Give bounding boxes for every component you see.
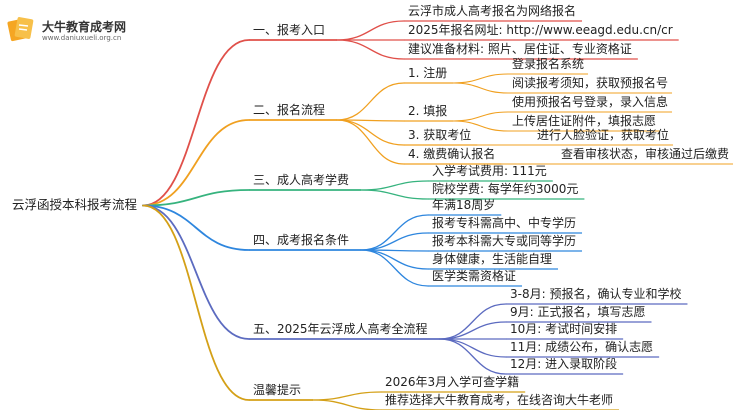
condition-item: 身体健康，生活能自理 (432, 252, 553, 266)
logo-url: www.daniuxueli.org.cn (42, 34, 122, 42)
process-detail: 查看审核状态，审核通过后缴费 (561, 147, 730, 161)
leaf-line (438, 321, 507, 340)
timeline-item: 11月: 成绩公布，确认志愿 (510, 340, 654, 354)
fee-item-tuition: 院校学费: 每学年约3000元 (432, 182, 579, 196)
process-step-register: 1. 注册 (408, 66, 448, 80)
branch-line (142, 189, 250, 207)
section-conditions: 四、成考报名条件 (253, 233, 350, 247)
section-tips: 温馨提示 (253, 383, 302, 397)
branch-line (142, 204, 250, 401)
tip-item: 推荐选择大牛教育成考，在线咨询大牛老师 (385, 393, 614, 407)
condition-item: 报考专科需高中、中专学历 (432, 216, 577, 230)
tip-item: 2026年3月入学可查学籍 (385, 375, 520, 389)
logo-title: 大牛教育成考网 (42, 20, 127, 34)
branch-line (142, 204, 250, 251)
root-node: 云浮函授本科报考流程 (12, 197, 138, 212)
leaf-line (336, 39, 405, 60)
detail-line (452, 111, 509, 122)
timeline-item: 10月: 考试时间安排 (510, 322, 618, 336)
condition-item: 医学类需资格证 (432, 269, 517, 283)
fee-item-exam: 入学考试费用: 111元 (432, 164, 547, 178)
detail-line (452, 73, 509, 84)
process-step-seat: 3. 获取考位 (408, 128, 472, 142)
entry-item-3: 建议准备材料: 照片、居住证、专业资格证 (408, 42, 632, 56)
entry-item-2: 2025年报名网址: http://www.eeagd.edu.cn/cr (408, 23, 673, 37)
leaf-line (360, 249, 429, 287)
section-process: 二、报名流程 (253, 103, 326, 117)
process-detail: 阅读报考须知，获取预报名号 (512, 76, 669, 90)
leaf-line (438, 338, 507, 375)
leaf-line (336, 82, 405, 121)
leaf-line (438, 303, 507, 340)
section-timeline: 五、2025年云浮成人高考全流程 (253, 322, 428, 336)
process-step-pay: 4. 缴费确认报名 (408, 147, 496, 161)
branch-line (142, 39, 250, 207)
leaf-line (312, 391, 382, 401)
detail-line (452, 82, 509, 94)
timeline-item: 9月: 正式报名，填写志愿 (510, 305, 646, 319)
entry-item-1: 云浮市成人高考报名为网络报名 (408, 4, 577, 18)
process-step-fill: 2. 填报 (408, 104, 448, 118)
leaf-line (360, 189, 429, 200)
leaf-line (336, 119, 405, 165)
condition-item: 年满18周岁 (432, 198, 496, 212)
branch-line (142, 204, 250, 340)
section-entry: 一、报考入口 (253, 23, 326, 37)
timeline-item: 3-8月: 预报名，确认专业和学校 (510, 287, 682, 301)
condition-item: 报考本科需大专或同等学历 (432, 234, 577, 248)
leaf-line (312, 399, 382, 410)
process-detail: 上传居住证附件，填报志愿 (512, 114, 657, 128)
book-logo-icon (7, 17, 34, 42)
process-detail: 登录报名系统 (512, 57, 585, 71)
branch-line (142, 119, 250, 207)
section-fees: 三、成人高考学费 (253, 173, 350, 187)
leaf-line (360, 214, 429, 251)
leaf-line (360, 249, 429, 270)
leaf-line (438, 338, 507, 358)
leaf-line (360, 180, 429, 191)
leaf-line (336, 20, 405, 41)
timeline-item: 12月: 进入录取阶段 (510, 357, 618, 371)
detail-line (452, 120, 509, 132)
logo: 大牛教育成考网 www.daniuxueli.org.cn (6, 12, 156, 52)
process-detail: 使用预报名号登录，录入信息 (512, 95, 669, 109)
process-detail: 进行人脸验证，获取考位 (537, 128, 670, 142)
leaf-line (360, 232, 429, 251)
